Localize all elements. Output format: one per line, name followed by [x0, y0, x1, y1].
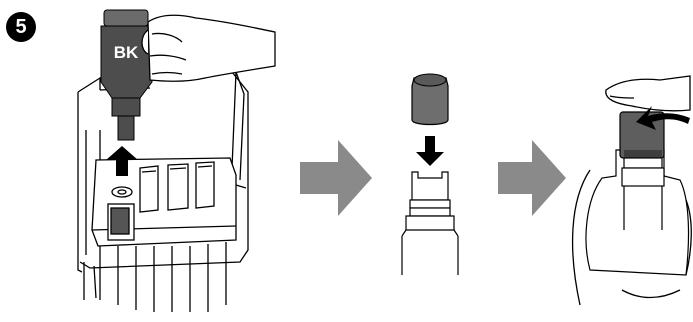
down-arrow-icon — [416, 136, 444, 166]
step-number-badge: 5 — [6, 12, 36, 42]
right-arrow-icon — [300, 140, 372, 216]
cap-removal-panel — [401, 73, 459, 275]
up-arrow-icon — [106, 146, 138, 176]
rotate-cap-arrow-icon — [636, 106, 690, 130]
right-arrow-icon — [498, 140, 566, 216]
bottle-label: BK — [114, 43, 139, 62]
step-number: 5 — [15, 15, 27, 38]
hand-icon — [141, 14, 276, 82]
cap-twist-panel — [571, 75, 692, 306]
printer-tank-panel — [77, 69, 249, 312]
ink-bottle-icon: BK — [100, 9, 153, 141]
